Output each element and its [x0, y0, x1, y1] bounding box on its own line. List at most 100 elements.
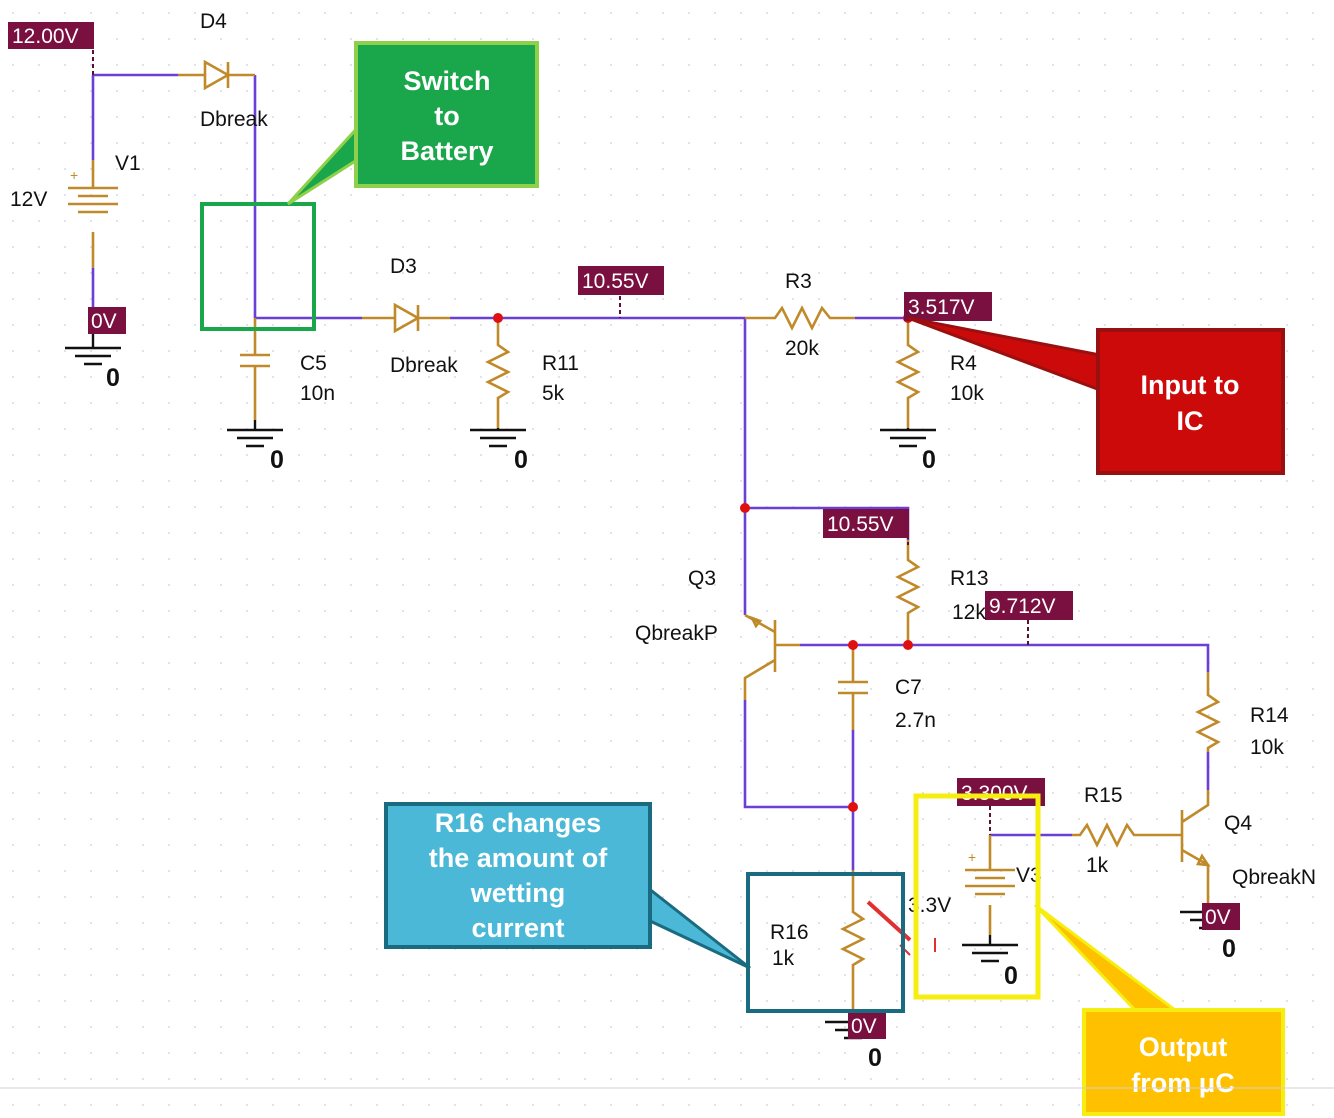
transistor-q4	[1180, 790, 1211, 910]
label-v3: V3	[1016, 864, 1042, 887]
resistor-r11	[485, 318, 511, 428]
ground-v3	[962, 935, 1018, 963]
label-q3: Q3	[688, 567, 716, 590]
ground-label-c5: 0	[270, 446, 284, 474]
battery-v1: +	[68, 160, 118, 268]
label-q4: Q4	[1224, 812, 1252, 835]
voltage-marker-3300: 3.300V	[957, 778, 1045, 806]
capacitor-c5	[240, 318, 270, 420]
callout-switch-to-battery: Switch to Battery	[200, 41, 539, 331]
resistor-r13	[895, 540, 921, 645]
svg-text:3.517V: 3.517V	[908, 296, 975, 319]
voltage-marker-3517: 3.517V	[904, 292, 992, 321]
voltage-marker-0v-r16: 0V	[848, 1012, 886, 1039]
ground-label-r16: 0	[868, 1044, 882, 1072]
junction-dot	[903, 640, 913, 650]
highlight-box-r16	[746, 872, 905, 1013]
label-r11: R11	[542, 352, 579, 375]
label-r11-value: 5k	[542, 382, 565, 405]
label-c5: C5	[300, 352, 327, 375]
resistor-r4	[895, 318, 921, 428]
svg-text:10.55V: 10.55V	[582, 270, 649, 293]
label-r3: R3	[785, 270, 812, 293]
wire-base-line	[800, 643, 1210, 672]
ground-r4	[880, 428, 936, 448]
label-r14-value: 10k	[1250, 736, 1284, 759]
wire-q3-collector	[743, 700, 853, 809]
ground-label-r11: 0	[514, 446, 528, 474]
label-d3: D3	[390, 255, 417, 278]
label-v1: V1	[115, 152, 141, 175]
ground-label-v3: 0	[1004, 962, 1018, 990]
label-d4: D4	[200, 10, 227, 33]
voltage-marker-12v: 12.00V	[8, 22, 94, 49]
callout-text-line: Battery	[400, 136, 493, 166]
callout-r16-note: R16 changes the amount of wetting curren…	[384, 802, 905, 1013]
label-q4-model: QbreakN	[1232, 866, 1316, 889]
callout-output-from-uc: Output from μC	[913, 793, 1285, 1116]
highlight-box-v3	[913, 793, 1041, 1000]
label-r15-value: 1k	[1086, 854, 1109, 877]
junction-dot	[493, 313, 503, 323]
callout-text-line: IC	[1177, 406, 1204, 436]
voltage-marker-0v-v1: 0V	[88, 307, 126, 334]
resistor-r3	[745, 305, 855, 331]
ground-r11	[470, 428, 526, 448]
callout-input-to-ic: Input to IC	[907, 316, 1285, 475]
svg-text:0V: 0V	[91, 310, 117, 333]
transistor-q3	[743, 613, 800, 700]
label-r14: R14	[1250, 704, 1289, 727]
callout-text-line: Output	[1139, 1032, 1227, 1062]
label-r4: R4	[950, 352, 977, 375]
ground-label-q4: 0	[1222, 935, 1236, 963]
svg-text:0V: 0V	[851, 1015, 877, 1038]
label-r4-value: 10k	[950, 382, 984, 405]
voltage-marker-1055-q3: 10.55V	[823, 509, 909, 538]
battery-v3: +	[965, 835, 1015, 935]
callout-text-line: the amount of	[429, 843, 608, 873]
ground-label-r4: 0	[922, 446, 936, 474]
label-r13: R13	[950, 567, 989, 590]
svg-text:+: +	[70, 167, 78, 183]
capacitor-c7	[838, 645, 868, 730]
svg-text:10.55V: 10.55V	[827, 513, 894, 536]
diode-d3	[362, 302, 450, 334]
highlight-box-switch	[200, 202, 316, 331]
svg-text:+: +	[968, 849, 976, 865]
label-r3-value: 20k	[785, 337, 819, 360]
callout-text-line: Input to	[1141, 370, 1240, 400]
label-d4-model: Dbreak	[200, 108, 268, 131]
callout-text-line: wetting	[470, 878, 566, 908]
voltage-marker-1055-top: 10.55V	[578, 266, 664, 295]
label-r13-value: 12k	[952, 601, 986, 624]
label-d3-model: Dbreak	[390, 354, 458, 377]
junction-dot	[848, 802, 858, 812]
label-r16: R16	[770, 921, 809, 944]
label-v1-value: 12V	[10, 188, 47, 211]
junction-dot	[740, 503, 750, 513]
label-r16-value: 1k	[772, 947, 795, 970]
svg-text:12.00V: 12.00V	[12, 25, 79, 48]
svg-text:9.712V: 9.712V	[989, 595, 1056, 618]
resistor-r15	[1072, 822, 1182, 848]
label-r15: R15	[1084, 784, 1123, 807]
label-c7: C7	[895, 676, 922, 699]
label-c7-value: 2.7n	[895, 709, 936, 732]
junction-dot	[848, 640, 858, 650]
callout-text-line: R16 changes	[435, 808, 602, 838]
svg-text:0V: 0V	[1205, 906, 1231, 929]
components: +	[68, 59, 1221, 1010]
voltage-marker-9712: 9.712V	[985, 591, 1073, 620]
ground-label-v1: 0	[106, 364, 120, 392]
voltage-marker-0v-q4: 0V	[1202, 903, 1240, 930]
resistor-r16	[840, 870, 866, 1010]
ground-c5	[227, 420, 283, 448]
callout-text-line: to	[434, 101, 459, 131]
label-c5-value: 10n	[300, 382, 335, 405]
label-v3-value: 3.3V	[908, 894, 951, 917]
resistor-r14	[1195, 672, 1221, 752]
label-q3-model: QbreakP	[635, 622, 718, 645]
callout-text-line: current	[471, 913, 564, 943]
